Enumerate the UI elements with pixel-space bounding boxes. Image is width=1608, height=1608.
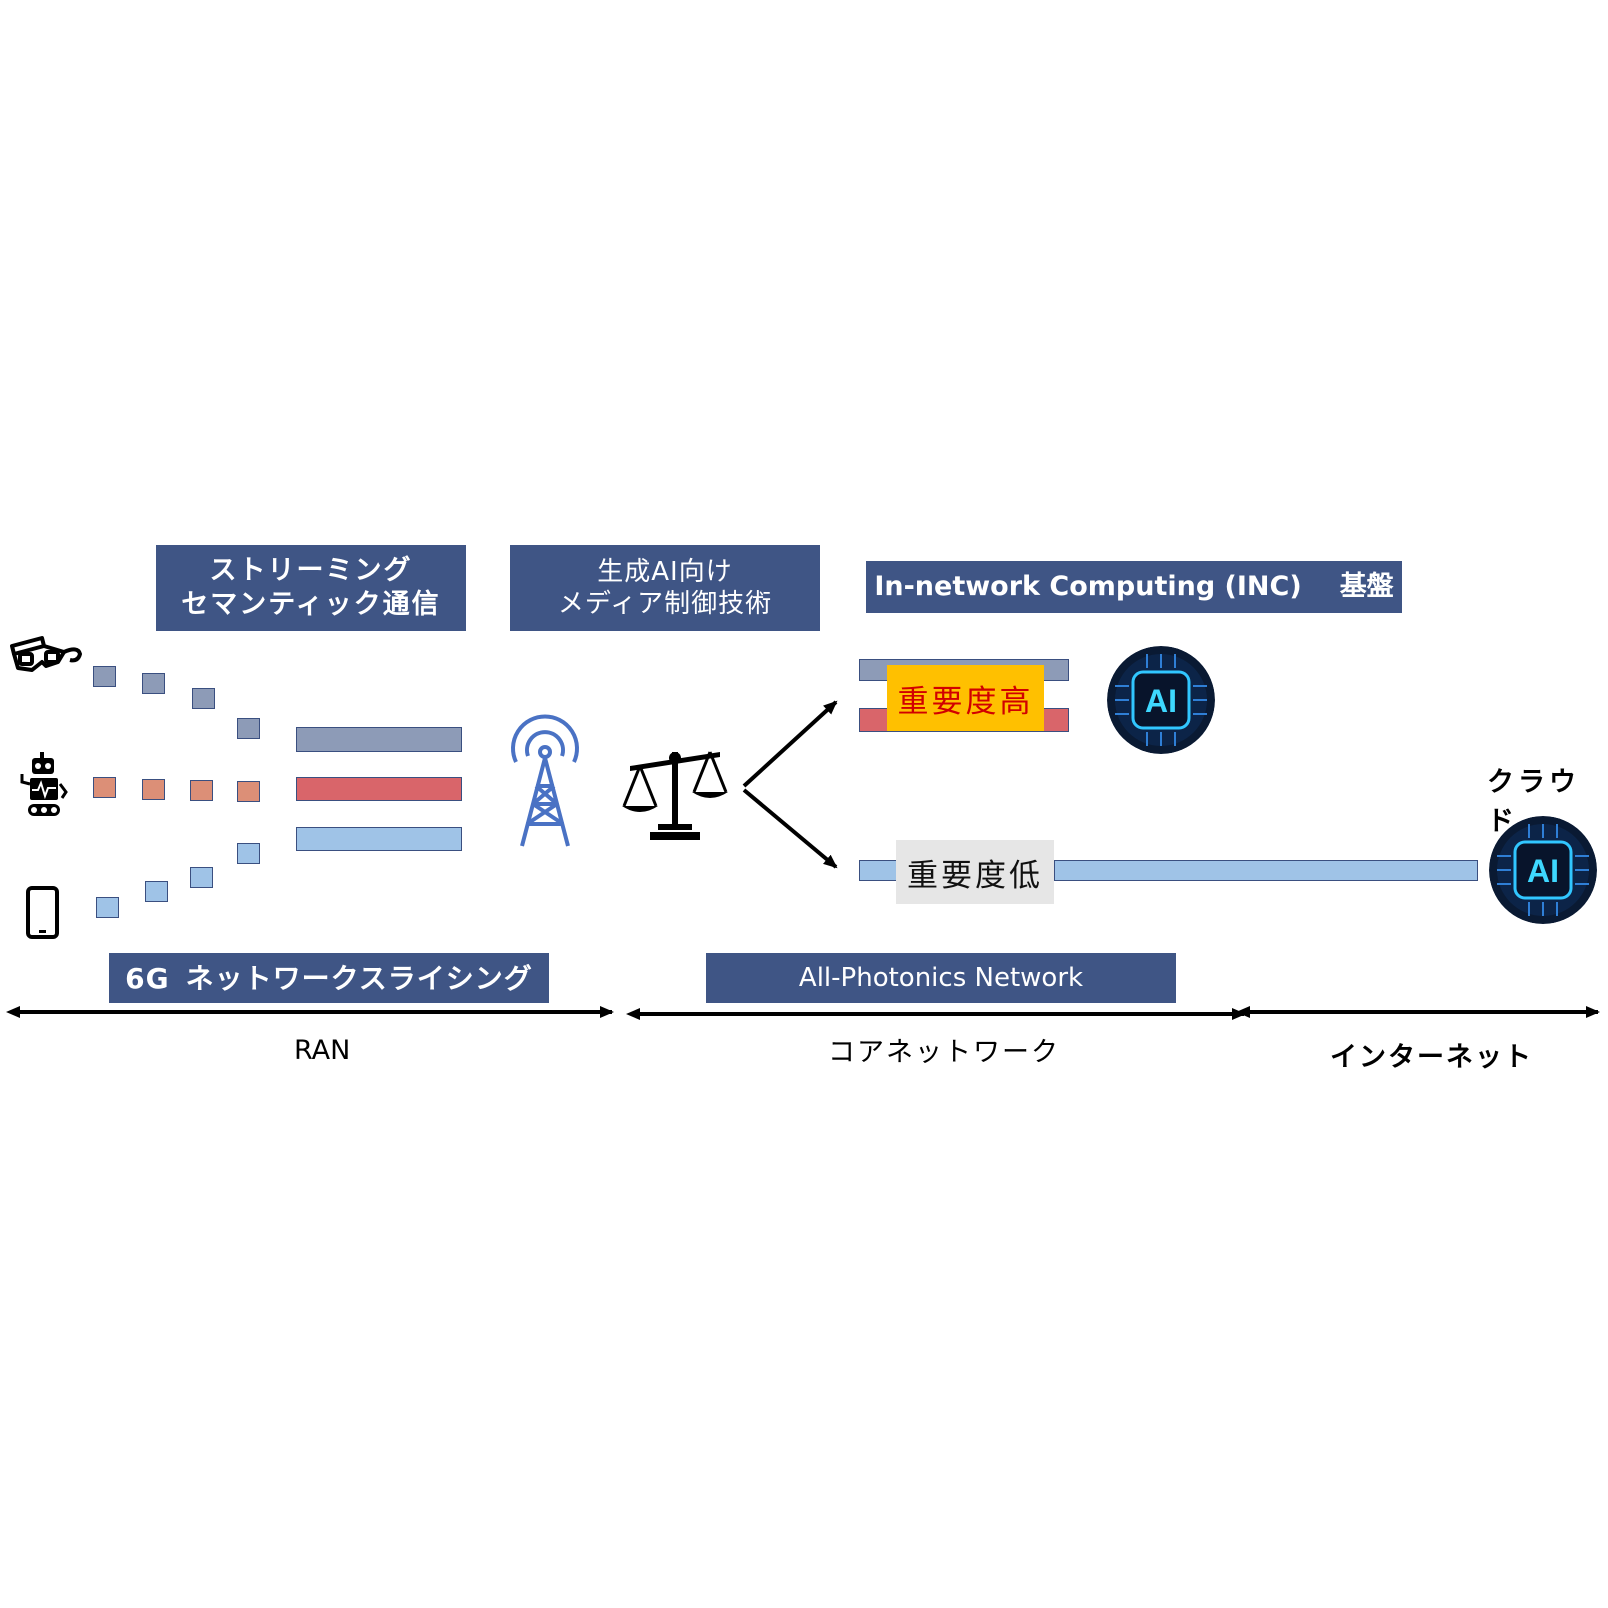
packet-robot-4: [237, 781, 260, 802]
streaming-line-2: セマンティック通信: [181, 589, 441, 620]
slicing-name: ネットワークスライシング: [185, 961, 533, 995]
packet-vr-4: [237, 718, 260, 739]
all-photonics-network-box: All-Photonics Network: [706, 953, 1176, 1003]
priority-high-tag: 重要度高: [887, 665, 1044, 731]
balance-scale-icon: [622, 751, 728, 840]
ran-bar-phone: [296, 827, 462, 851]
ran-bar-vr: [296, 727, 462, 752]
arrow-to-inc: [742, 700, 838, 788]
media-line-1: 生成AI向け: [597, 556, 733, 587]
inc-platform-box: In-network Computing (INC) 基盤: [866, 561, 1402, 613]
packet-robot-1: [93, 777, 116, 798]
cloud-bar-left: [859, 860, 897, 881]
cloud-label: クラウド: [1487, 767, 1580, 837]
packet-phone-1: [96, 897, 119, 918]
ai-chip-icon: AI: [1107, 646, 1215, 754]
packet-robot-3: [190, 780, 213, 801]
priority-low-tag: 重要度低: [896, 840, 1054, 904]
packet-phone-4: [237, 843, 260, 864]
inc-ai-node: AI: [1107, 646, 1215, 754]
network-slicing-box: 6G ネットワークスライシング: [109, 953, 549, 1003]
packet-phone-2: [145, 881, 168, 902]
arrow-to-cloud: [742, 788, 838, 869]
cloud-ai-node: AI: [1489, 816, 1597, 924]
inc-suffix: 基盤: [1339, 571, 1394, 603]
packet-phone-3: [190, 867, 213, 888]
ran-bar-robot: [296, 777, 462, 801]
segment-internet-label: インターネット: [1330, 1042, 1533, 1073]
ai-badge-text: AI: [1145, 683, 1177, 719]
segment-core-label: コアネットワーク: [828, 1037, 1060, 1068]
ai-badge-text: AI: [1527, 853, 1559, 889]
slicing-prefix: 6G: [125, 961, 170, 995]
packet-vr-2: [142, 673, 165, 694]
genai-media-control-box: 生成AI向け メディア制御技術: [510, 545, 820, 631]
packet-vr-1: [93, 666, 116, 687]
packet-robot-2: [142, 779, 165, 800]
antenna-tower-icon: [511, 714, 579, 847]
vr-glasses-icon: [10, 636, 82, 672]
segment-ran-label: RAN: [294, 1035, 351, 1066]
media-line-2: メディア制御技術: [557, 589, 773, 619]
smartphone-icon: [26, 886, 59, 939]
packet-vr-3: [192, 688, 215, 709]
robot-icon: [20, 752, 68, 816]
streaming-semantic-comm-box: ストリーミング セマンティック通信: [156, 545, 466, 631]
cloud-bar-right: [1054, 860, 1478, 881]
streaming-line-1: ストリーミング: [209, 555, 413, 587]
inc-name: In-network Computing (INC): [874, 571, 1302, 603]
ai-chip-icon: AI: [1489, 816, 1597, 924]
